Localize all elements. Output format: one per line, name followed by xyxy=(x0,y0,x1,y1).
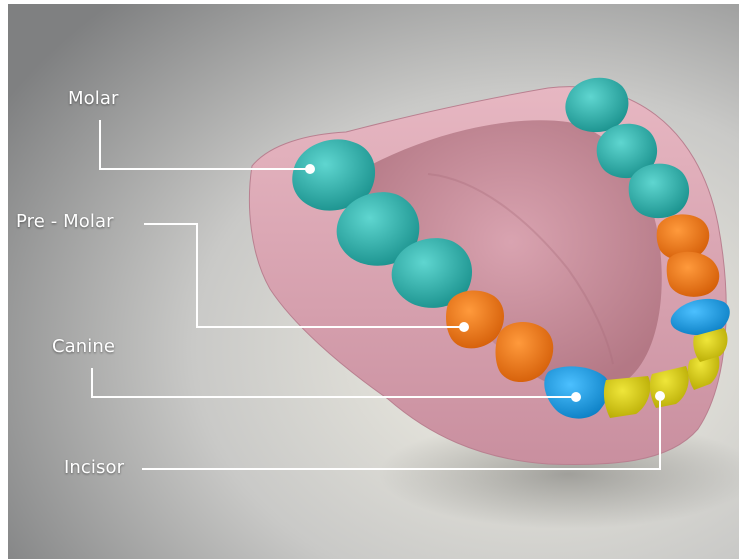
diagram-canvas: Molar Pre - Molar Canine Incisor xyxy=(8,4,739,559)
label-molar: Molar xyxy=(68,88,118,109)
molar-tooth xyxy=(629,164,689,218)
canine-marker-dot xyxy=(571,392,581,402)
incisor-marker-dot xyxy=(655,391,665,401)
premolar-marker-dot xyxy=(459,322,469,332)
label-premolar: Pre - Molar xyxy=(16,211,114,232)
label-incisor: Incisor xyxy=(64,457,124,478)
label-canine: Canine xyxy=(52,336,115,357)
molar-marker-dot xyxy=(305,164,315,174)
